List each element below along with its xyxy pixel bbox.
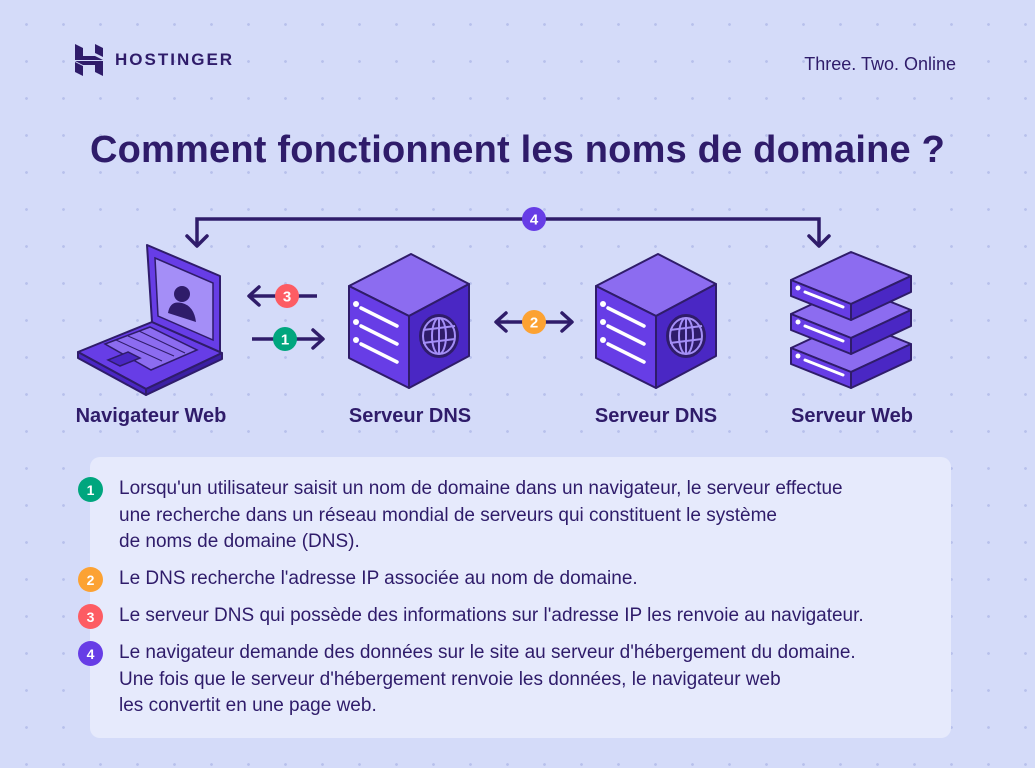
step-3-text: Le serveur DNS qui possède des informati…: [119, 603, 864, 630]
dns-flow-diagram: 4 3 1 2: [77, 207, 912, 396]
step-badge-3: 3: [78, 604, 103, 629]
step-badge-1: 1: [78, 477, 103, 502]
step-1-line-3: de noms de domaine (DNS).: [119, 531, 360, 552]
flow-badge-2-text: 2: [530, 315, 538, 332]
steps-card: [90, 457, 951, 738]
step-4-text: Le navigateur demande des données sur le…: [119, 640, 856, 720]
tagline: Three. Two. Online: [804, 54, 956, 74]
step-3: 3 Le serveur DNS qui possède des informa…: [78, 603, 864, 630]
web-server-icon: [790, 251, 912, 389]
step-2-line-1: Le DNS recherche l'adresse IP associée a…: [119, 568, 638, 589]
step-4-line-3: les convertit en une page web.: [119, 695, 377, 716]
globe-icon: [419, 314, 459, 358]
brand: HOSTINGER: [75, 44, 234, 76]
node-label-dns-2: Serveur DNS: [594, 405, 718, 427]
node-label-browser: Navigateur Web: [75, 405, 227, 427]
flow-badge-1: 1: [273, 327, 297, 351]
step-1: 1 Lorsqu'un utilisateur saisit un nom de…: [78, 476, 843, 556]
hostinger-logo-icon: [75, 44, 103, 76]
dns-server-icon: [595, 253, 717, 389]
page-title: Comment fonctionnent les noms de domaine…: [89, 129, 945, 171]
step-2: 2 Le DNS recherche l'adresse IP associée…: [78, 566, 638, 593]
laptop-icon: [77, 244, 223, 396]
node-label-dns-1: Serveur DNS: [348, 405, 472, 427]
flow-badge-3: 3: [275, 284, 299, 308]
globe-icon: [666, 314, 706, 358]
step-1-line-2: une recherche dans un réseau mondial de …: [119, 504, 777, 526]
step-1-line-1: Lorsqu'un utilisateur saisit un nom de d…: [119, 478, 843, 499]
flow-badge-4: 4: [522, 207, 546, 231]
step-badge-2: 2: [78, 567, 103, 592]
step-1-text: Lorsqu'un utilisateur saisit un nom de d…: [119, 476, 843, 556]
flow-badge-2: 2: [522, 310, 546, 334]
step-3-line-1: Le serveur DNS qui possède des informati…: [119, 605, 864, 626]
flow-badge-3-text: 3: [283, 289, 291, 306]
server-slab: [790, 251, 912, 321]
step-2-text: Le DNS recherche l'adresse IP associée a…: [119, 566, 638, 593]
arrow-4: [185, 217, 831, 248]
brand-name: HOSTINGER: [115, 50, 235, 69]
flow-badge-1-text: 1: [281, 332, 289, 349]
flow-badge-4-text: 4: [530, 212, 539, 229]
step-4: 4 Le navigateur demande des données sur …: [78, 640, 856, 720]
step-badge-4: 4: [78, 641, 103, 666]
step-4-line-2: Une fois que le serveur d'hébergement re…: [119, 668, 781, 690]
node-label-web-server: Serveur Web: [791, 405, 913, 427]
dns-server-icon: [348, 253, 470, 389]
step-4-line-1: Le navigateur demande des données sur le…: [119, 642, 856, 663]
